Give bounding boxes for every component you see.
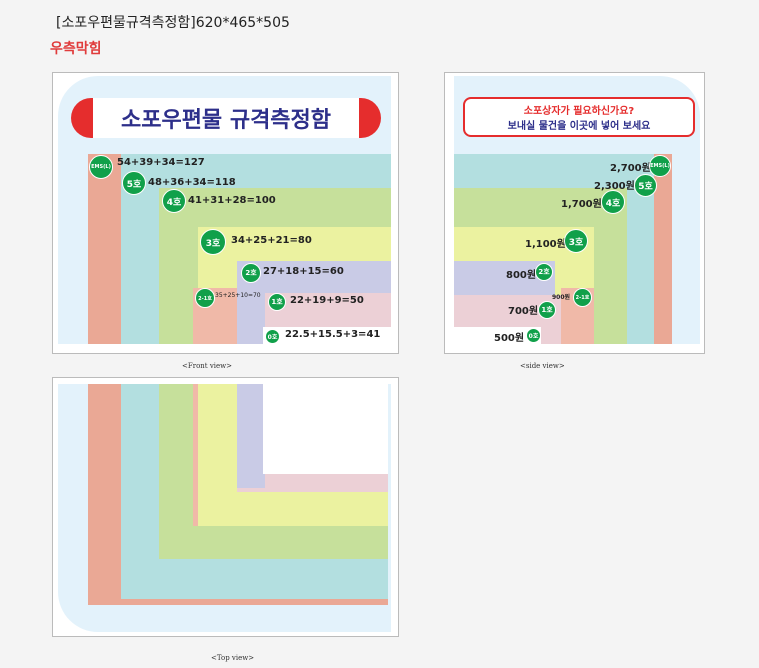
- top-band-2: [237, 384, 265, 488]
- formula-4: 41+31+28=100: [188, 195, 276, 206]
- badge-3: 3호: [200, 229, 226, 255]
- band-0: [263, 327, 391, 344]
- formula-1: 22+19+9=50: [290, 295, 364, 306]
- price-ems: 2,700원: [610, 163, 651, 174]
- badge-2-1: 2-1호: [195, 288, 215, 308]
- price-0: 500원: [494, 333, 525, 344]
- price-4: 1,700원: [561, 199, 602, 210]
- price-3: 1,100원: [525, 239, 566, 250]
- badge-0: 0호: [265, 329, 280, 344]
- price-5: 2,300원: [594, 181, 635, 192]
- side-badge-ems: EMS(L): [649, 155, 671, 177]
- side-badge-4: 4호: [601, 190, 625, 214]
- subtitle: 우측막힘: [50, 41, 102, 57]
- badge-5: 5호: [122, 171, 146, 195]
- side-badge-5: 5호: [634, 174, 657, 197]
- side-view-caption: <side view>: [520, 362, 565, 370]
- top-view-caption: <Top view>: [211, 654, 255, 662]
- side-band-0: [454, 327, 541, 344]
- side-badge-2-1: 2-1호: [573, 288, 592, 307]
- price-2-1: 900원: [552, 294, 571, 301]
- badge-1: 1호: [268, 293, 286, 311]
- badge-2: 2호: [241, 263, 261, 283]
- formula-ems: 54+39+34=127: [117, 157, 205, 168]
- badge-4: 4호: [162, 189, 186, 213]
- price-1: 700원: [508, 306, 539, 317]
- front-view-panel: 소포우편물 규격측정함 EMS(L) 54+39+34=127 5호 48+36…: [52, 72, 399, 354]
- front-banner-text: 소포우편물 규격측정함: [120, 108, 332, 133]
- formula-0: 22.5+15.5+3=41: [285, 329, 381, 340]
- formula-2: 27+18+15=60: [263, 266, 344, 277]
- side-view-panel: 소포상자가 필요하신가요? 보내실 물건을 이곳에 넣어 보세요 2,700원 …: [444, 72, 705, 354]
- page-title: [소포우편물규격측정함]620*465*505: [56, 15, 290, 31]
- side-banner-line2: 보내실 물건을 이곳에 넣어 보세요: [507, 121, 651, 132]
- top-view-panel: [52, 377, 399, 637]
- side-badge-2: 2호: [535, 263, 553, 281]
- side-badge-0: 0호: [526, 328, 541, 343]
- side-badge-3: 3호: [564, 229, 588, 253]
- formula-3: 34+25+21=80: [231, 235, 312, 246]
- formula-5: 48+36+34=118: [148, 177, 236, 188]
- side-banner-line1: 소포상자가 필요하신가요?: [523, 106, 635, 117]
- side-banner: 소포상자가 필요하신가요? 보내실 물건을 이곳에 넣어 보세요: [463, 97, 695, 137]
- badge-ems: EMS(L): [89, 155, 113, 179]
- top-band-0: [263, 384, 388, 474]
- front-view-caption: <Front view>: [182, 362, 233, 370]
- front-banner: 소포우편물 규격측정함: [71, 98, 381, 138]
- price-2: 800원: [506, 270, 537, 281]
- side-badge-1: 1호: [538, 301, 556, 319]
- formula-2-1: 35+25+10=70: [215, 292, 261, 299]
